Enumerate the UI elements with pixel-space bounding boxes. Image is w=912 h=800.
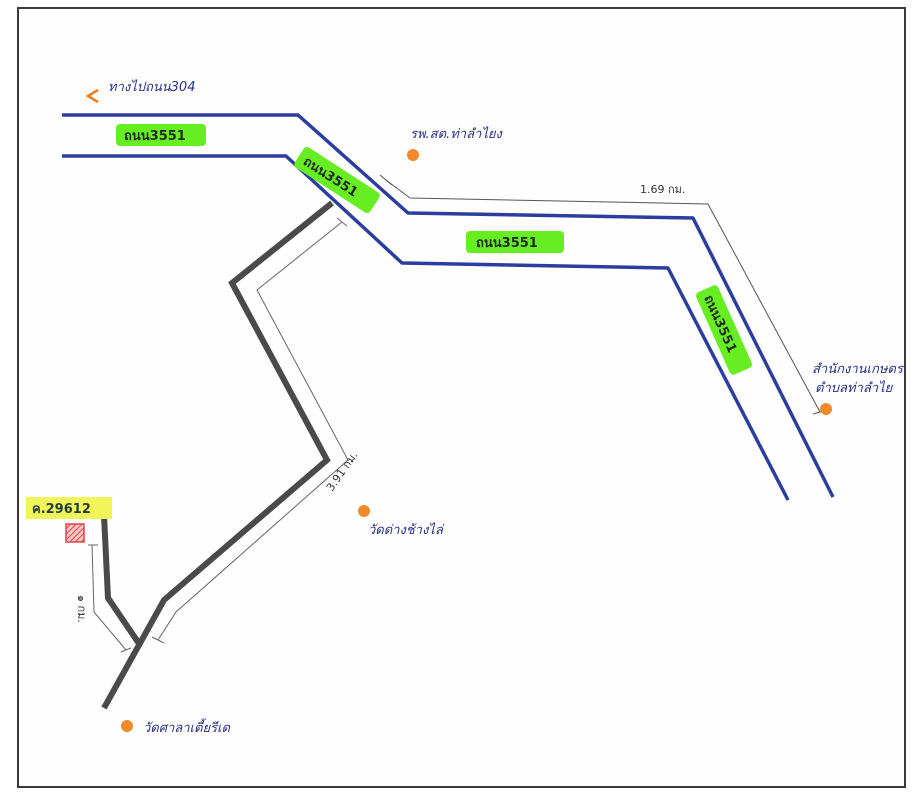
landmark-dot-icon: [820, 403, 832, 415]
svg-text:รพ.สต.ท่าลำไยง: รพ.สต.ท่าลำไยง: [410, 126, 503, 142]
distance-branch-label: ๑ กม.: [75, 595, 88, 623]
distance-bracket-secondary: [151, 217, 349, 644]
arrow-head-icon: [85, 88, 99, 104]
svg-text:สำนักงานเกษตร: สำนักงานเกษตร: [812, 362, 905, 377]
landmark-agri-office: สำนักงานเกษตร ตำบลท่าลำไย: [812, 362, 905, 415]
distance-bracket-main: [379, 174, 828, 415]
distance-main-label: 1.69 กม.: [640, 183, 685, 196]
svg-text:วัดด่างช้างไล่: วัดด่างช้างไล่: [368, 522, 445, 538]
road-label-1: ถนน3551: [116, 124, 206, 146]
distance-secondary-label: 3.91 กม.: [324, 449, 361, 494]
svg-text:ถนน3551: ถนน3551: [476, 236, 538, 251]
road-label-3: ถนน3551: [466, 231, 564, 253]
secondary-road: [101, 200, 334, 710]
parcel-marker-icon: [65, 523, 85, 543]
road-label-4: ถนน3551: [696, 285, 752, 375]
landmark-dot-icon: [407, 149, 419, 161]
landmark-temple-2: วัดศาลาเตี้ยรีเด: [121, 718, 230, 736]
parcel-id-tag: ค.29612: [26, 497, 112, 519]
branch-road: [101, 514, 143, 647]
svg-text:ตำบลท่าลำไย: ตำบลท่าลำไย: [815, 380, 894, 396]
main-road-edge-top: [62, 113, 835, 498]
svg-text:ค.29612: ค.29612: [32, 502, 91, 517]
svg-text:ถนน3551: ถนน3551: [124, 129, 186, 144]
landmark-hospital: รพ.สต.ท่าลำไยง: [407, 126, 503, 161]
direction-arrow: ทางไปถนน304: [85, 79, 258, 104]
landmark-dot-icon: [358, 505, 370, 517]
distance-bracket-branch: [88, 544, 132, 653]
main-road-edge-bottom: [62, 154, 790, 501]
landmark-temple-1: วัดด่างช้างไล่: [358, 505, 445, 538]
landmark-dot-icon: [121, 720, 133, 732]
direction-label: ทางไปถนน304: [108, 79, 195, 95]
svg-text:วัดศาลาเตี้ยรีเด: วัดศาลาเตี้ยรีเด: [143, 718, 230, 736]
main-road-3551: [62, 113, 835, 501]
